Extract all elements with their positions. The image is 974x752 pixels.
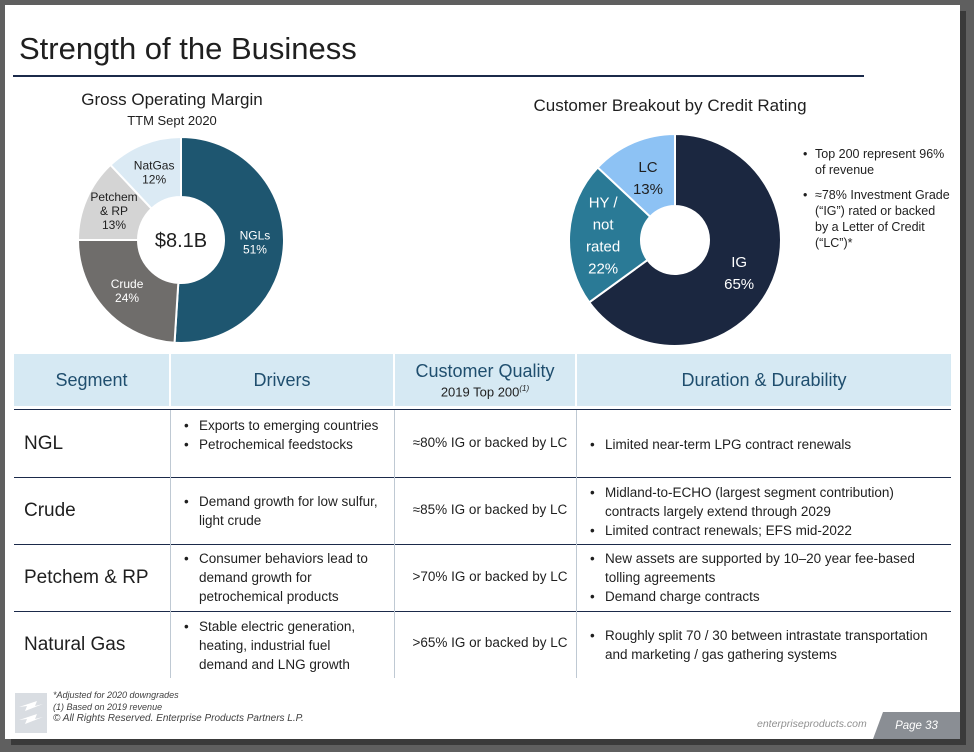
segment-name: Petchem & RP — [24, 567, 149, 588]
drivers-list: Consumer behaviors lead to demand growth… — [179, 549, 389, 606]
duration-item: Roughly split 70 / 30 between intrastate… — [585, 626, 951, 664]
table-rule — [14, 611, 951, 612]
duration-item: Limited near-term LPG contract renewals — [585, 435, 951, 454]
segment-name: NGL — [24, 433, 64, 454]
page-number: Page 33 — [895, 719, 938, 732]
table-rule — [14, 477, 951, 478]
header-quality-footnote-ref: (1) — [519, 383, 530, 393]
customer-quality-value: ≈80% IG or backed by LC — [412, 435, 568, 450]
page-number-tab: Page 33 — [873, 712, 960, 739]
footnote-adjusted: *Adjusted for 2020 downgrades — [53, 690, 179, 700]
table-row: Crude Demand growth for low sulfur, ligh… — [14, 478, 951, 543]
table-row: Natural Gas Stable electric generation, … — [14, 612, 951, 678]
driver-item: Exports to emerging countries — [179, 416, 389, 435]
header-customer-quality: Customer Quality 2019 Top 200(1) — [395, 354, 575, 406]
donut-slice — [173, 135, 285, 344]
duration-list: Roughly split 70 / 30 between intrastate… — [585, 626, 951, 664]
header-duration: Duration & Durability — [577, 354, 951, 406]
footnotes: *Adjusted for 2020 downgrades (1) Based … — [53, 689, 304, 725]
donut-slice — [109, 135, 182, 211]
column-divider — [394, 410, 395, 678]
customer-quality-value: >65% IG or backed by LC — [412, 635, 568, 650]
slide: Strength of the Business Gross Operating… — [5, 5, 960, 739]
slide-title: Strength of the Business — [19, 31, 357, 66]
gross-margin-title: Gross Operating Margin — [81, 90, 263, 109]
header-quality-sub-text: 2019 Top 200 — [440, 384, 520, 400]
donut-slice — [587, 132, 782, 347]
copyright: © All Rights Reserved. Enterprise Produc… — [53, 713, 304, 724]
credit-note-1: Top 200 represent 96% of revenue — [801, 146, 951, 178]
donut-slice — [596, 132, 676, 219]
credit-breakout-title: Customer Breakout by Credit Rating — [533, 96, 807, 115]
duration-list: Midland-to-ECHO (largest segment contrib… — [585, 483, 951, 540]
enterprise-logo — [15, 693, 47, 733]
customer-quality-value: ≈85% IG or backed by LC — [412, 502, 568, 517]
segment-name: Natural Gas — [24, 634, 126, 655]
driver-item: Stable electric generation, heating, ind… — [179, 617, 379, 674]
duration-item: Demand charge contracts — [585, 587, 951, 606]
donut-slice — [76, 239, 180, 344]
drivers-list: Demand growth for low sulfur, light crud… — [179, 492, 379, 530]
footnote-revenue: (1) Based on 2019 revenue — [53, 702, 163, 712]
header-drivers: Drivers — [171, 354, 393, 406]
duration-item: New assets are supported by 10–20 year f… — [585, 549, 951, 587]
table-rule — [14, 409, 951, 410]
driver-item: Demand growth for low sulfur, light crud… — [179, 492, 379, 530]
header-segment: Segment — [14, 354, 169, 406]
credit-note-2: ≈78% Investment Grade (“IG”) rated or ba… — [801, 187, 951, 251]
customer-quality-value: >70% IG or backed by LC — [412, 569, 568, 584]
duration-list: New assets are supported by 10–20 year f… — [585, 549, 951, 606]
segment-name: Crude — [24, 500, 76, 521]
table-row: NGL Exports to emerging countries Petroc… — [14, 410, 951, 476]
donut-center-label: $8.1B — [155, 230, 207, 252]
header-quality-sub: 2019 Top 200(1) — [441, 384, 529, 399]
column-divider — [576, 410, 577, 678]
title-underline — [13, 75, 864, 77]
table-rule — [14, 544, 951, 545]
drivers-list: Exports to emerging countries Petrochemi… — [179, 416, 389, 454]
column-divider — [170, 410, 171, 678]
footer-url: enterpriseproducts.com — [757, 718, 867, 730]
drivers-list: Stable electric generation, heating, ind… — [179, 617, 379, 674]
credit-notes: Top 200 represent 96% of revenue ≈78% In… — [801, 146, 951, 260]
driver-item: Petrochemical feedstocks — [179, 435, 389, 454]
header-segment-label: Segment — [55, 369, 128, 390]
duration-item: Limited contract renewals; EFS mid-2022 — [585, 521, 951, 540]
driver-item: Consumer behaviors lead to demand growth… — [179, 549, 389, 606]
header-drivers-label: Drivers — [253, 369, 311, 390]
table-row: Petchem & RP Consumer behaviors lead to … — [14, 545, 951, 611]
duration-item: Midland-to-ECHO (largest segment contrib… — [585, 483, 951, 521]
donut-slice — [568, 166, 652, 304]
duration-list: Limited near-term LPG contract renewals — [585, 435, 951, 454]
header-quality-label: Customer Quality — [415, 360, 555, 381]
header-duration-label: Duration & Durability — [681, 369, 847, 390]
gross-margin-subtitle: TTM Sept 2020 — [127, 113, 217, 128]
